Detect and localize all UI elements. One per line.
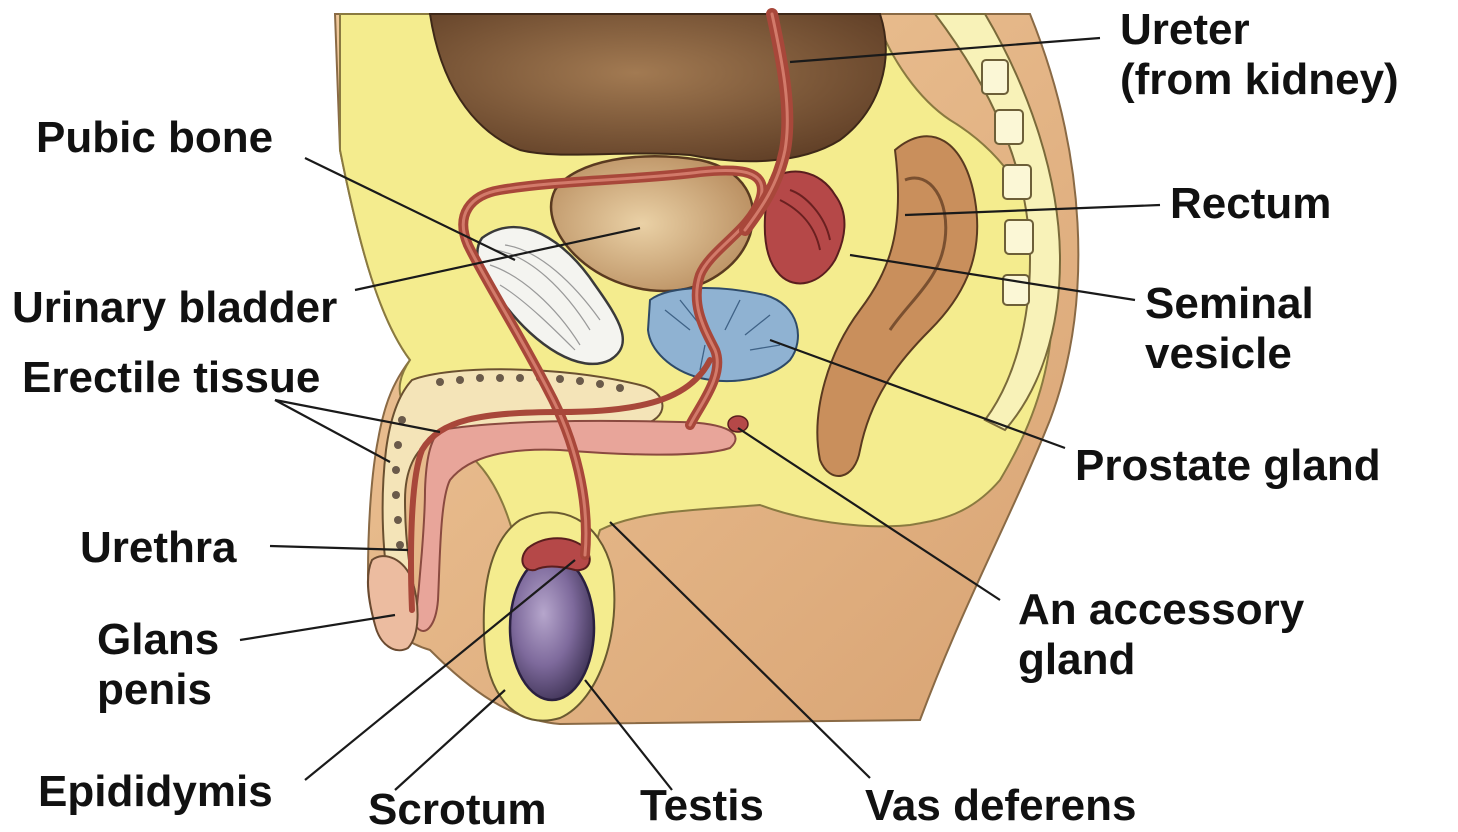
label-ureter-from-kidney: (from kidney) [1120, 55, 1399, 104]
label-erectile-tissue: Erectile tissue [22, 353, 320, 402]
accessory-gland-shape [728, 416, 748, 432]
label-epididymis: Epididymis [38, 767, 273, 816]
label-seminal: Seminal [1145, 279, 1314, 328]
label-testis: Testis [640, 781, 764, 830]
label-vesicle: vesicle [1145, 329, 1292, 378]
label-gland: gland [1018, 635, 1135, 684]
label-glans: Glans [97, 615, 219, 664]
label-urinary-bladder: Urinary bladder [12, 283, 337, 332]
label-vas-deferens: Vas deferens [865, 781, 1137, 830]
label-penis: penis [97, 665, 212, 714]
label-scrotum: Scrotum [368, 785, 546, 832]
label-prostate-gland: Prostate gland [1075, 441, 1381, 490]
label-urethra: Urethra [80, 523, 237, 572]
label-an-accessory: An accessory [1018, 585, 1305, 634]
leader-glans-penis [240, 615, 395, 640]
label-pubic-bone: Pubic bone [36, 113, 273, 162]
label-ureter: Ureter [1120, 5, 1250, 54]
leader-scrotum [395, 690, 505, 790]
label-rectum: Rectum [1170, 179, 1331, 228]
intestine-cavity [430, 14, 886, 161]
leader-erectile-tissue-a [275, 400, 390, 462]
